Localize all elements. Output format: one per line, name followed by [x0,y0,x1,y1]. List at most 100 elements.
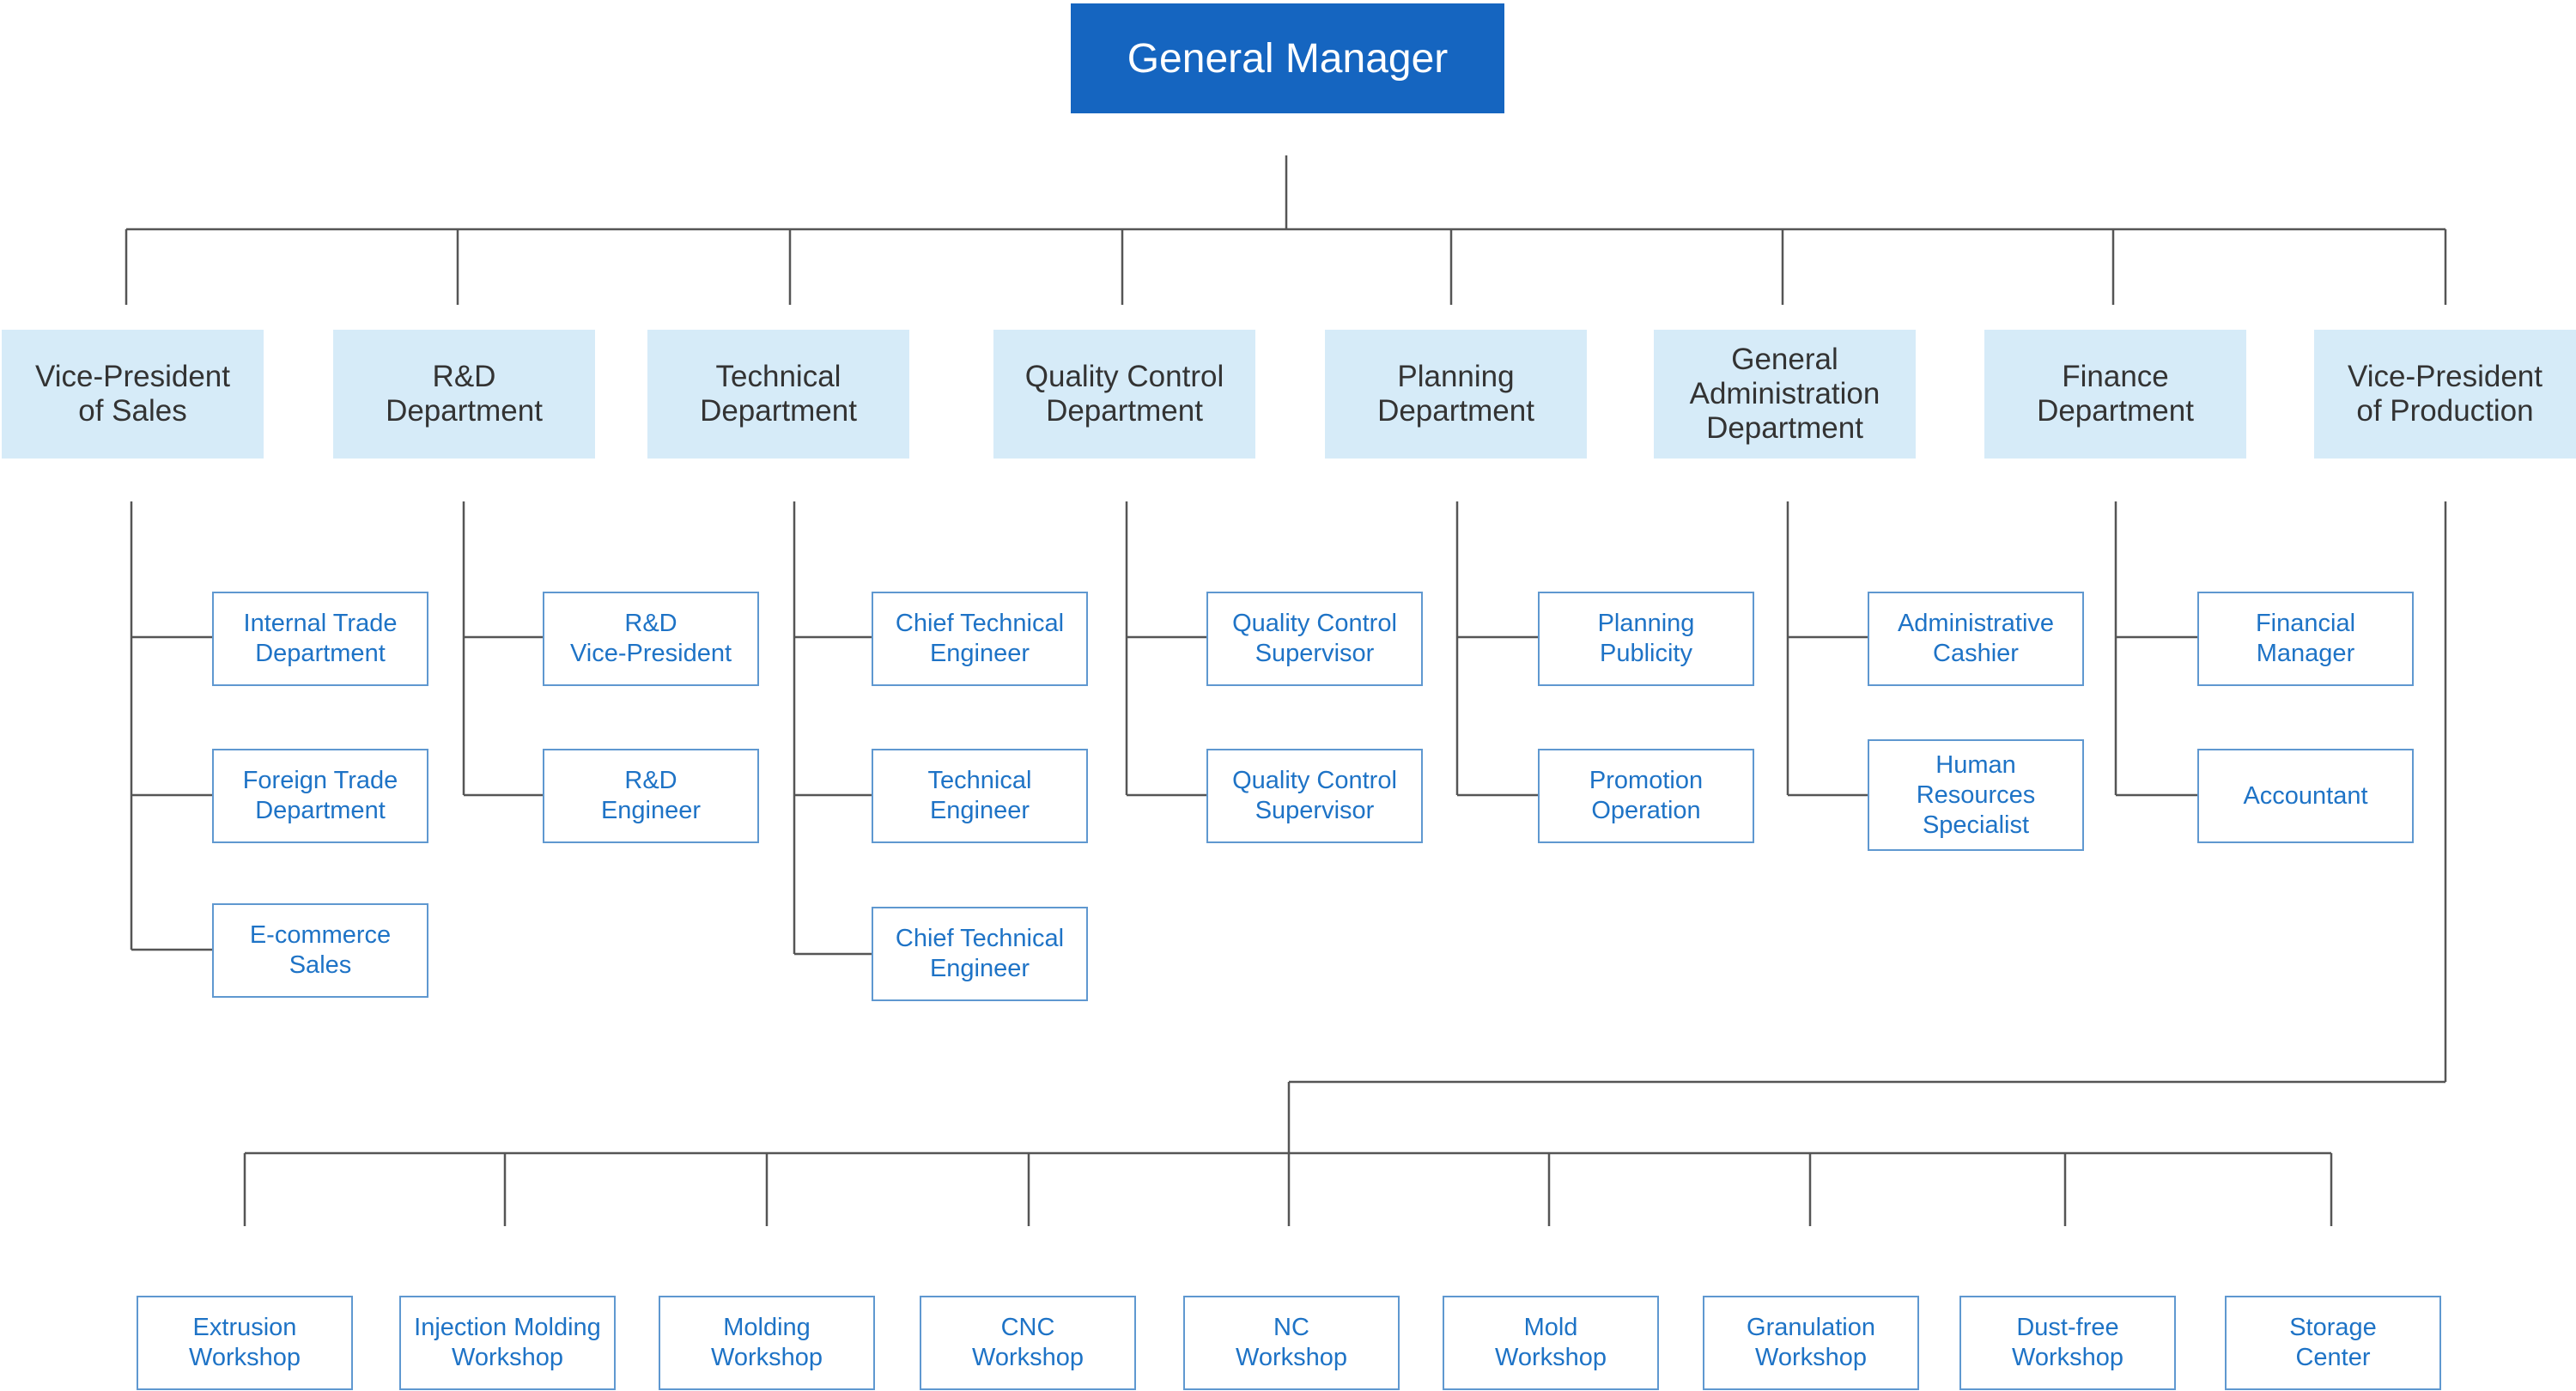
dept-label-line: of Sales [78,394,187,428]
unit-storage-center: Storage Center [2225,1296,2441,1390]
dept-label-line: Technical [715,360,841,393]
unit-mold-workshop: Mold Workshop [1443,1296,1659,1390]
unit-label-line: Center [2295,1344,2371,1371]
sub-label-line: Supervisor [1255,797,1375,824]
sub-label-line: Specialist [1922,811,2030,839]
unit-label-line: Workshop [710,1344,823,1371]
unit-label-line: Workshop [1494,1344,1607,1371]
dept-label-line: Department [2037,394,2194,428]
unit-label-line: Extrusion [192,1314,297,1341]
sub-label-line: Planning [1597,610,1695,637]
sub-label-line: Cashier [1933,640,2019,667]
sub-rnd-engineer: R&D Engineer [543,749,759,843]
general-manager-label: General Manager [1127,35,1449,82]
sub-label-line: R&D [624,767,677,794]
sub-label-line: R&D [624,610,677,637]
sub-quality-control-supervisor: Quality Control Supervisor [1206,592,1423,686]
dept-label-line: Planning [1397,360,1515,393]
dept-finance: Finance Department [1984,330,2246,459]
unit-label-line: Injection Molding [414,1314,601,1341]
unit-label-line: Molding [723,1314,811,1341]
sub-label-line: Technical [927,767,1032,794]
sub-label-line: Engineer [600,797,702,824]
dept-label-line: Department [386,394,543,428]
sub-label-line: Accountant [2243,781,2368,810]
unit-cnc-workshop: CNC Workshop [920,1296,1136,1390]
sub-financial-manager: Financial Manager [2197,592,2414,686]
dept-label-line: Department [1377,394,1534,428]
sub-label-line: Engineer [929,955,1030,982]
unit-extrusion-workshop: Extrusion Workshop [137,1296,353,1390]
dept-label-line: Department [1706,411,1863,445]
sub-technical-engineer: Technical Engineer [872,749,1088,843]
sub-label-line: Promotion [1589,767,1704,794]
sub-foreign-trade: Foreign Trade Department [212,749,428,843]
sub-label-line: Publicity [1600,640,1692,667]
unit-label-line: Storage [2289,1314,2377,1341]
unit-label-line: Workshop [188,1344,301,1371]
sub-label-line: Supervisor [1255,640,1375,667]
dept-label-line: R&D [432,360,496,393]
dept-planning: Planning Department [1325,330,1587,459]
dept-label-line: Department [1046,394,1203,428]
sub-label-line: Financial [2255,610,2356,637]
sub-label-line: Vice-President [569,640,732,667]
dept-label-line: General [1731,343,1838,376]
dept-label-line: Finance [2062,360,2169,393]
unit-injection-molding-workshop: Injection Molding Workshop [399,1296,616,1390]
dept-label-line: of Production [2356,394,2534,428]
dept-label-line: Vice-President [35,360,230,393]
sub-chief-technical-engineer-2: Chief Technical Engineer [872,907,1088,1001]
unit-label-line: Workshop [971,1344,1084,1371]
sub-label-line: Engineer [929,640,1030,667]
general-manager-box: General Manager [1071,3,1504,113]
dept-label-line: Administration [1689,377,1880,410]
sub-label-line: E-commerce [249,921,392,949]
sub-rnd-vice-president: R&D Vice-President [543,592,759,686]
sub-label-line: Administrative [1897,610,2055,637]
sub-label-line: Operation [1591,797,1701,824]
dept-label-line: Quality Control [1024,360,1224,393]
sub-label-line: Quality Control [1232,767,1397,794]
dept-general-administration: General Administration Department [1654,330,1916,459]
unit-dust-free-workshop: Dust-free Workshop [1959,1296,2176,1390]
dept-vp-production: Vice-President of Production [2314,330,2576,459]
sub-label-line: Sales [289,951,352,979]
unit-label-line: Workshop [1235,1344,1348,1371]
unit-label-line: Dust-free [2016,1314,2119,1341]
unit-label-line: CNC [1000,1314,1055,1341]
sub-chief-technical-engineer: Chief Technical Engineer [872,592,1088,686]
sub-label-line: Manager [2256,640,2355,667]
sub-label-line: Foreign Trade [242,767,398,794]
unit-label-line: Workshop [451,1344,564,1371]
unit-label-line: Granulation [1747,1314,1875,1341]
dept-vp-sales: Vice-President of Sales [2,330,264,459]
sub-ecommerce-sales: E-commerce Sales [212,903,428,998]
sub-label-line: Chief Technical [895,925,1065,952]
sub-internal-trade: Internal Trade Department [212,592,428,686]
sub-label-line: Resources [1916,781,2036,809]
sub-planning-publicity: Planning Publicity [1538,592,1754,686]
dept-rnd: R&D Department [333,330,595,459]
sub-hr-specialist: Human Resources Specialist [1868,739,2084,851]
sub-accountant: Accountant [2197,749,2414,843]
unit-label-line: Mold [1523,1314,1578,1341]
sub-label-line: Internal Trade [243,610,398,637]
unit-nc-workshop: NC Workshop [1183,1296,1400,1390]
sub-quality-control-supervisor-2: Quality Control Supervisor [1206,749,1423,843]
sub-promotion-operation: Promotion Operation [1538,749,1754,843]
sub-label-line: Department [255,797,386,824]
unit-label-line: NC [1273,1314,1309,1341]
unit-label-line: Workshop [2011,1344,2124,1371]
unit-label-line: Workshop [1754,1344,1868,1371]
sub-label-line: Quality Control [1232,610,1397,637]
sub-label-line: Chief Technical [895,610,1065,637]
unit-granulation-workshop: Granulation Workshop [1703,1296,1919,1390]
sub-label-line: Human [1935,750,2016,779]
dept-quality-control: Quality Control Department [993,330,1255,459]
unit-molding-workshop: Molding Workshop [659,1296,875,1390]
sub-label-line: Department [255,640,386,667]
dept-label-line: Department [700,394,857,428]
